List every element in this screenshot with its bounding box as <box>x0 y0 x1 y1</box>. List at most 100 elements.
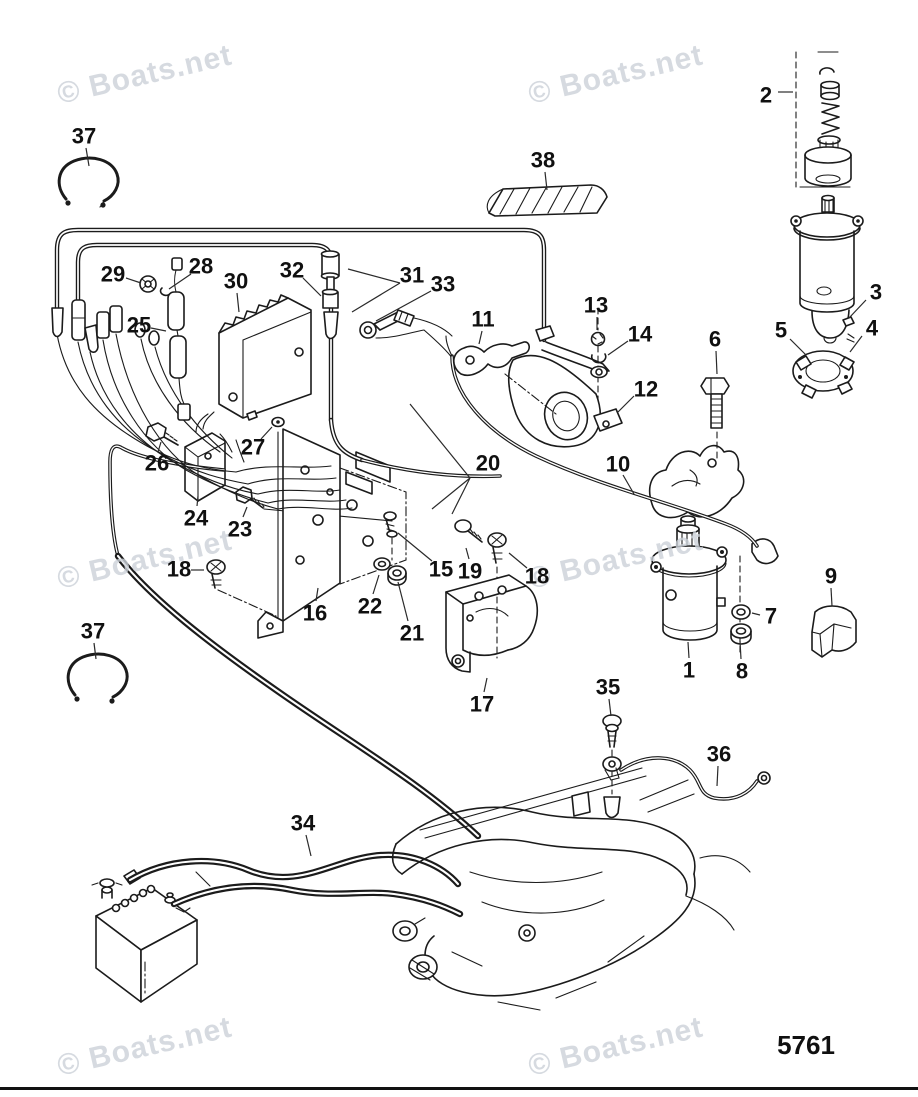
mounting-plate <box>206 428 507 659</box>
cable-clamp <box>453 341 557 415</box>
callout-34: 34 <box>291 811 316 836</box>
callout-37: 37 <box>81 619 105 644</box>
leader-line-11 <box>478 330 483 345</box>
watermark: © Boats.net <box>525 1011 706 1083</box>
callout-16: 16 <box>303 601 327 626</box>
leader-line-1 <box>687 641 690 659</box>
leader-line-19 <box>465 547 470 560</box>
callout-32: 32 <box>280 258 304 283</box>
ground-cable <box>619 756 771 801</box>
watermark: © Boats.net <box>54 39 235 111</box>
leader-line-18 <box>508 552 528 569</box>
leader-line-31 <box>347 268 401 284</box>
leader-line-21 <box>397 581 409 622</box>
callout-12: 12 <box>634 377 658 402</box>
callout-33: 33 <box>431 272 455 297</box>
wire-bundle <box>51 257 279 510</box>
leader-line-4 <box>849 335 863 353</box>
callout-22: 22 <box>358 594 382 619</box>
callout-7: 7 <box>765 604 777 629</box>
callout-11: 11 <box>471 307 494 332</box>
callout-6: 6 <box>709 327 721 352</box>
callout-21: 21 <box>400 621 424 646</box>
callout-31: 31 <box>400 263 424 288</box>
callout-19: 19 <box>458 559 482 584</box>
leader-line-37 <box>93 642 97 660</box>
leader-line-6 <box>715 350 718 375</box>
watermark: © Boats.net <box>525 524 706 596</box>
leader-line-25 <box>150 327 167 332</box>
callout-9: 9 <box>825 564 837 589</box>
saddle-bracket <box>445 574 539 673</box>
leader-line-24 <box>196 495 199 507</box>
callout-25: 25 <box>127 313 151 338</box>
drawing-number: 5761 <box>777 1030 835 1060</box>
leader-line-20 <box>431 477 471 510</box>
leader-line-34 <box>305 834 312 857</box>
leader-line-9 <box>830 587 833 607</box>
leader-line-20 <box>451 477 471 515</box>
engine-pan <box>391 767 751 1011</box>
callout-1: 1 <box>683 658 695 683</box>
watermark: © Boats.net <box>54 1011 235 1083</box>
callout-20: 20 <box>476 451 500 476</box>
callout-28: 28 <box>189 254 213 279</box>
leader-line-30 <box>236 292 240 313</box>
battery-cables <box>130 855 460 914</box>
callout-13: 13 <box>584 293 608 318</box>
leader-line-10 <box>622 474 635 495</box>
solenoid-assembly <box>57 230 623 448</box>
callout-17: 17 <box>470 692 494 717</box>
leader-line-23 <box>242 506 248 518</box>
callout-8: 8 <box>736 659 748 684</box>
bottom-border <box>0 1087 918 1090</box>
leader-line-15 <box>397 532 433 562</box>
watermark: © Boats.net <box>525 39 706 111</box>
spiral-wrap <box>486 184 608 217</box>
callout-36: 36 <box>707 742 731 767</box>
callout-27: 27 <box>241 435 265 460</box>
leader-line-5 <box>789 338 807 356</box>
callout-24: 24 <box>184 506 209 531</box>
leader-line-37 <box>85 147 90 167</box>
retainer-clip-bottom <box>66 652 129 704</box>
leader-line-17 <box>483 677 488 693</box>
leader-line-28 <box>168 273 192 290</box>
leader-line-8 <box>739 640 742 660</box>
callout-37: 37 <box>72 124 96 149</box>
leader-line-3 <box>848 299 867 319</box>
harness-tangle <box>219 433 353 510</box>
leader-line-36 <box>716 765 719 787</box>
battery <box>91 869 198 1003</box>
retainer-clip-top <box>57 156 120 208</box>
leader-line-7 <box>751 612 761 616</box>
callout-30: 30 <box>224 269 248 294</box>
callout-4: 4 <box>866 316 879 341</box>
callout-18: 18 <box>167 557 191 582</box>
leader-line-26 <box>157 441 162 453</box>
rubber-boot <box>811 605 857 658</box>
leader-line-16 <box>315 587 319 602</box>
callout-3: 3 <box>870 280 882 305</box>
leader-line-32 <box>302 277 322 297</box>
upper-starter-motor <box>790 194 864 399</box>
callout-5: 5 <box>775 318 787 343</box>
leader-line-35 <box>608 698 612 717</box>
callout-26: 26 <box>145 451 169 476</box>
leader-line-33 <box>375 290 432 322</box>
leader-line-22 <box>372 574 380 595</box>
ring-terminal-lead <box>359 309 453 359</box>
callout-15: 15 <box>429 557 453 582</box>
leader-line-27 <box>260 426 273 440</box>
callout-10: 10 <box>606 452 630 477</box>
starter-cable <box>445 335 759 548</box>
callout-38: 38 <box>531 148 555 173</box>
starter-drive-assembly <box>795 51 852 188</box>
ground-screw <box>602 714 622 819</box>
leader-line-29 <box>125 277 142 284</box>
callout-29: 29 <box>101 262 125 287</box>
leader-line-14 <box>607 340 629 356</box>
